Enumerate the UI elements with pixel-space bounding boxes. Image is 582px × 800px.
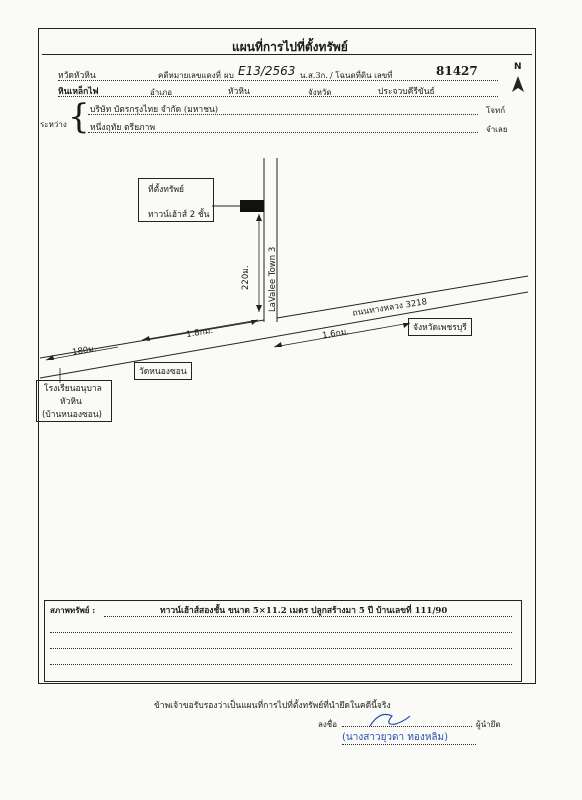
school-box — [36, 380, 112, 422]
document-frame — [38, 28, 536, 684]
school-line-3: (บ้านหนองซอน) — [42, 410, 102, 420]
condition-text: ทาวน์เฮ้าส์สองชั้น ขนาด 5×11.2 เมตร ปลูก… — [160, 606, 448, 616]
plaintiff-line — [88, 114, 478, 115]
title-divider — [42, 54, 532, 55]
site-label: ที่ตั้งทรัพย์ — [148, 185, 185, 195]
condition-line-2 — [50, 632, 512, 633]
condition-line-4 — [50, 664, 512, 665]
defendant-line — [88, 132, 478, 133]
condition-line-1 — [104, 616, 512, 617]
page-title: แผนที่การไปที่ตั้งทรัพย์ — [232, 40, 348, 54]
certify-text: ข้าพเจ้าขอรับรองว่าเป็นแผนที่การไปที่ตั้… — [154, 701, 391, 711]
header-line-1 — [58, 80, 498, 81]
plaintiff-name: บริษัท บัตรกรุงไทย จำกัด (มหาชน) — [90, 105, 219, 115]
condition-box — [44, 600, 522, 682]
defendant-name: หนึ่งฤทัย ตรียภาพ — [90, 123, 156, 133]
temple-label: วัดหนองซอน — [134, 362, 192, 380]
sign-role: ผู้นำยึด — [476, 720, 501, 729]
school-line-2: หัวหิน — [60, 397, 82, 407]
sign-line — [342, 726, 472, 727]
deed-number: 81427 — [436, 64, 478, 78]
province-sign: จังหวัดเพชรบุรี — [408, 318, 472, 336]
court-branch: หวัดหัวหิน — [58, 71, 96, 81]
condition-line-3 — [50, 648, 512, 649]
district: หัวหิน — [228, 87, 250, 97]
case-prefix: ผบ — [224, 71, 234, 80]
doc-type: น.ส.3ก. — [300, 71, 328, 80]
header-line-2 — [58, 96, 498, 97]
case-number: E13/2563 — [238, 64, 296, 78]
between-label: ระหว่าง — [40, 120, 67, 129]
district-label: อำเภอ — [150, 88, 173, 97]
signer-name-line — [342, 744, 476, 745]
deed-label: / โฉนดที่ดิน เลขที่ — [330, 71, 393, 80]
condition-label: สภาพทรัพย์ : — [50, 605, 96, 615]
defendant-role: จำเลย — [486, 125, 508, 134]
site-box — [138, 178, 214, 222]
north-label: N — [514, 62, 522, 72]
case-ref-label: คดีหมายเลขแดงที่ — [158, 71, 221, 80]
brace-icon: { — [68, 97, 90, 137]
signer-name: (นางสาวยุวดา ทองหลิม) — [342, 732, 449, 743]
site-type: ทาวน์เฮ้าส์ 2 ชั้น — [148, 210, 210, 220]
province-label: จังหวัด — [308, 88, 332, 97]
province: ประจวบคีรีขันธ์ — [378, 87, 435, 97]
school-line-1: โรงเรียนอนุบาล — [44, 384, 102, 394]
sign-label: ลงชื่อ — [318, 720, 338, 729]
plaintiff-role: โจทก์ — [486, 106, 506, 115]
subdistrict: หินเหล็กไฟ — [58, 87, 99, 97]
